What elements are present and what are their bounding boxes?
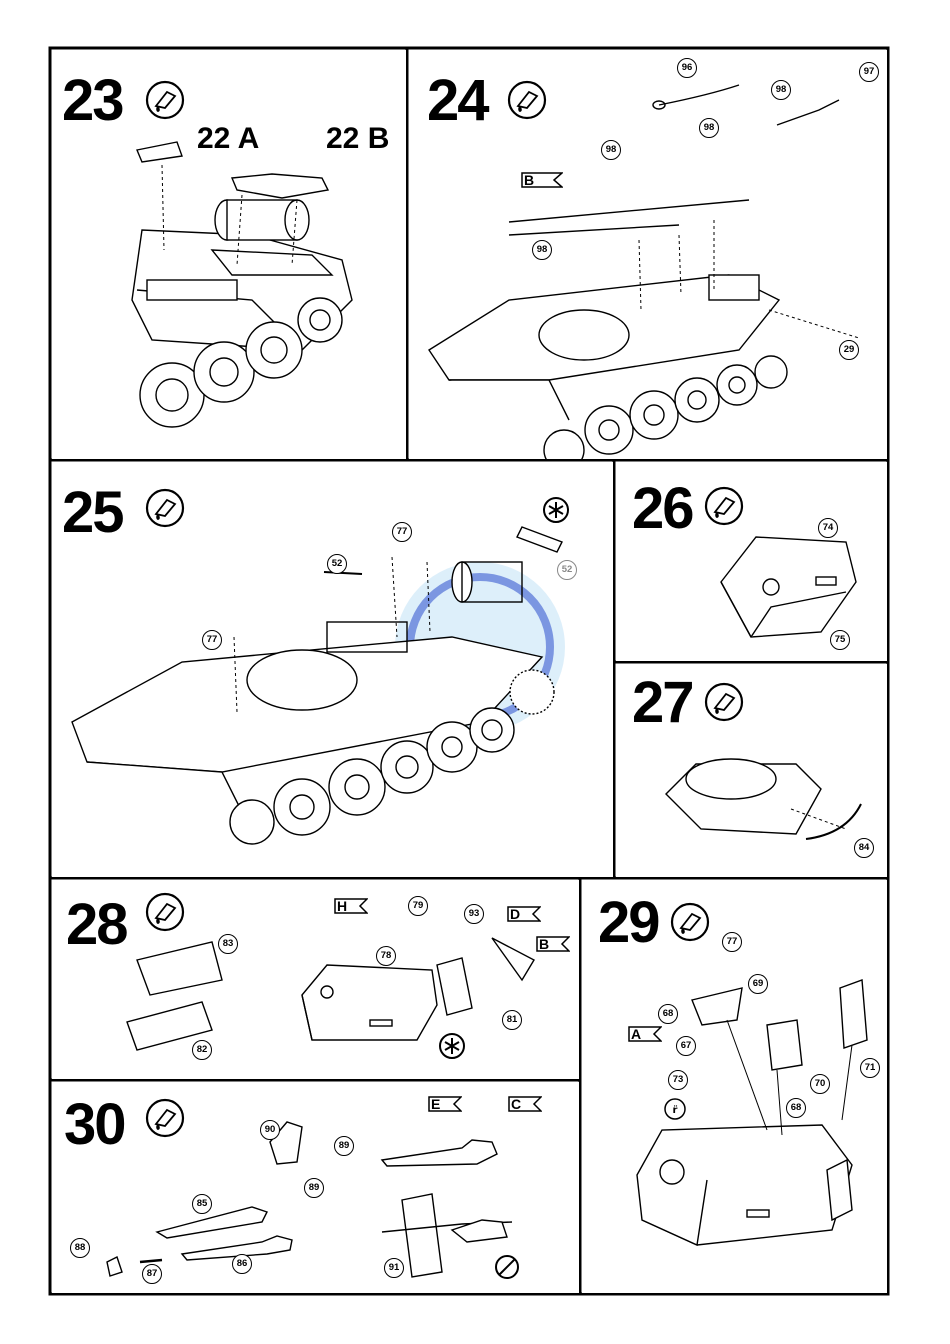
part-callout-85: 85 xyxy=(192,1194,212,1214)
part-callout-68: 68 xyxy=(786,1098,806,1118)
part-callout-84: 84 xyxy=(854,838,874,858)
part-callout-98: 98 xyxy=(771,80,791,100)
part-callout-79: 79 xyxy=(408,896,428,916)
sprue-flag-h: H xyxy=(334,898,371,914)
part-callout-81: 81 xyxy=(502,1010,522,1030)
step-27-panel: 27 84 xyxy=(616,664,887,877)
part-callout-97: 97 xyxy=(859,62,879,82)
part-callout-82: 82 xyxy=(192,1040,212,1060)
step-24-hull-drawing xyxy=(409,50,887,459)
part-callout-77: 77 xyxy=(202,630,222,650)
step-24-panel: 24 xyxy=(409,50,887,459)
part-callout-78: 78 xyxy=(376,946,396,966)
part-callout-77: 77 xyxy=(392,522,412,542)
part-callout-87: 87 xyxy=(142,1264,162,1284)
part-callout-93: 93 xyxy=(464,904,484,924)
part-callout-52: 52 xyxy=(557,560,577,580)
step-28-panel: 28 83 82 79 78 93 81 H D B xyxy=(52,880,579,1079)
part-callout-86: 86 xyxy=(232,1254,252,1274)
part-callout-98: 98 xyxy=(699,118,719,138)
part-callout-90: 90 xyxy=(260,1120,280,1140)
part-callout-71: 71 xyxy=(860,1058,880,1078)
sprue-flag-b: B xyxy=(521,172,566,188)
step-25-hull-drawing xyxy=(52,462,613,877)
part-callout-88: 88 xyxy=(70,1238,90,1258)
part-callout-98: 98 xyxy=(601,140,621,160)
part-callout-70: 70 xyxy=(810,1074,830,1094)
sprue-flag-e: E xyxy=(428,1096,465,1112)
sprue-flag-a: A xyxy=(628,1026,665,1042)
part-callout-77: 77 xyxy=(722,932,742,952)
part-callout-89: 89 xyxy=(334,1136,354,1156)
step-25-panel: 25 xyxy=(52,462,613,877)
crossed-out-icon xyxy=(494,1254,520,1280)
step-29-panel: 29 r̈ 77 69 68 67 73 70 68 71 A xyxy=(582,880,887,1293)
step-23-panel: 23 22 A 22 B xyxy=(52,50,406,459)
part-callout-74: 74 xyxy=(818,518,838,538)
sprue-flag-d: D xyxy=(507,906,544,922)
part-callout-73: 73 xyxy=(668,1070,688,1090)
part-callout-52: 52 xyxy=(327,554,347,574)
step-27-hull-drawing xyxy=(616,664,887,877)
svg-text:r̈: r̈ xyxy=(673,1104,678,1116)
part-callout-75: 75 xyxy=(830,630,850,650)
part-callout-83: 83 xyxy=(218,934,238,954)
sprue-flag-c: C xyxy=(508,1096,545,1112)
step-23-hull-drawing xyxy=(52,50,406,459)
step-26-turret-drawing xyxy=(616,462,887,661)
part-callout-98: 98 xyxy=(532,240,552,260)
grip-icon: r̈ xyxy=(664,1098,686,1120)
part-callout-67: 67 xyxy=(676,1036,696,1056)
step-30-panel: 30 90 89 89 85 88 87 86 91 E C xyxy=(52,1082,579,1293)
part-callout-89: 89 xyxy=(304,1178,324,1198)
part-callout-29: 29 xyxy=(839,340,859,360)
part-callout-96: 96 xyxy=(677,58,697,78)
part-callout-91: 91 xyxy=(384,1258,404,1278)
part-callout-68: 68 xyxy=(658,1004,678,1024)
asterisk-icon xyxy=(542,496,570,524)
step-28-turret-drawing xyxy=(52,880,579,1079)
step-26-panel: 26 74 75 xyxy=(616,462,887,661)
asterisk-icon xyxy=(438,1032,466,1060)
sprue-flag-b: B xyxy=(536,936,573,952)
part-callout-69: 69 xyxy=(748,974,768,994)
